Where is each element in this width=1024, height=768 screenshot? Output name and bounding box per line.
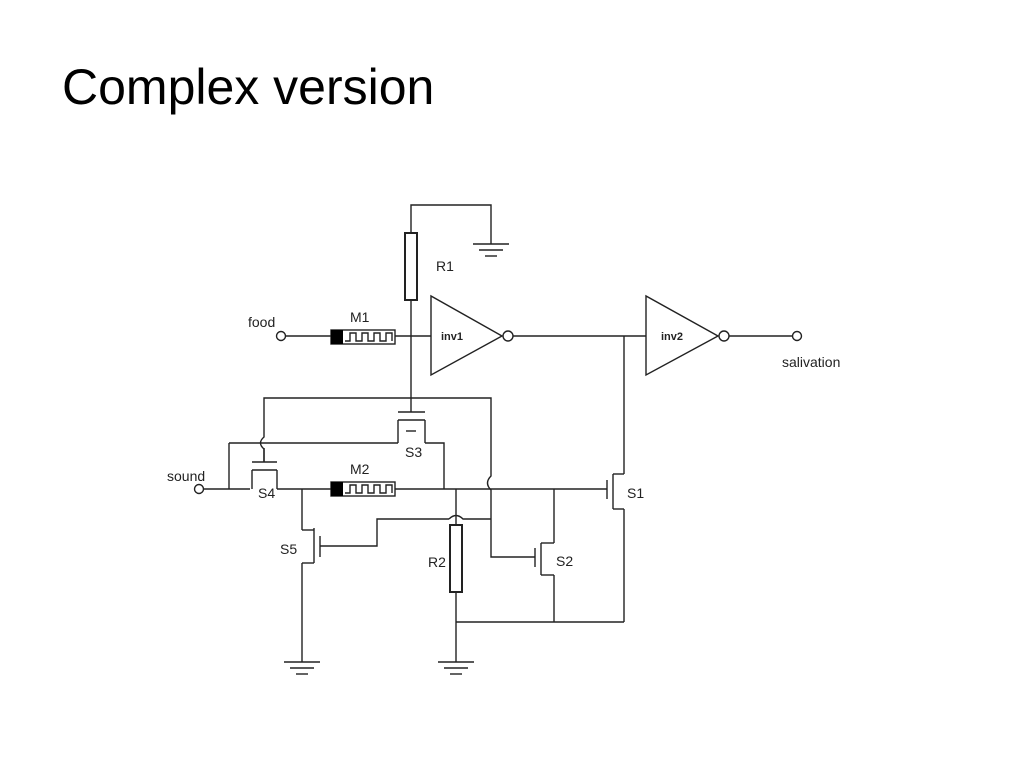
label-r2: R2 — [428, 554, 446, 570]
resistor-r1 — [404, 232, 418, 301]
s5-gate-hop-wire — [448, 514, 491, 520]
ground-symbol-r2 — [438, 661, 474, 675]
transistor-s2 — [534, 542, 554, 576]
transistor-s1 — [606, 473, 624, 510]
inverter-inv2 — [645, 294, 730, 377]
label-inv2: inv2 — [661, 331, 683, 343]
transistor-s3 — [397, 411, 426, 443]
transistor-s5 — [302, 528, 321, 564]
ground-symbol-s5 — [284, 661, 320, 675]
slide-title: Complex version — [62, 59, 435, 115]
label-s1: S1 — [627, 485, 644, 501]
label-inv1: inv1 — [441, 331, 463, 343]
label-m2: M2 — [350, 461, 370, 477]
s2-gate-wire — [490, 519, 535, 558]
label-food: food — [248, 314, 275, 330]
label-sound: sound — [167, 468, 205, 484]
resistor-r2 — [449, 524, 463, 593]
s5-gate-wire — [320, 518, 449, 547]
label-m1: M1 — [350, 309, 370, 325]
label-s4: S4 — [258, 485, 275, 501]
memristor-m1 — [330, 329, 396, 345]
r1-ground-wire — [410, 204, 492, 244]
transistor-s4 — [251, 461, 278, 489]
label-s5: S5 — [280, 541, 297, 557]
label-s2: S2 — [556, 553, 573, 569]
salivation-output-terminal — [791, 330, 803, 342]
s3-right-wire — [425, 442, 445, 489]
ground-symbol-top — [473, 243, 509, 257]
label-s3: S3 — [405, 444, 422, 460]
memristor-m2 — [330, 481, 396, 497]
label-r1: R1 — [436, 258, 454, 274]
food-input-terminal — [275, 330, 287, 342]
sound-input-terminal — [193, 483, 205, 495]
label-salivation: salivation — [782, 354, 840, 370]
s4-gate-loop-hop — [259, 397, 492, 519]
